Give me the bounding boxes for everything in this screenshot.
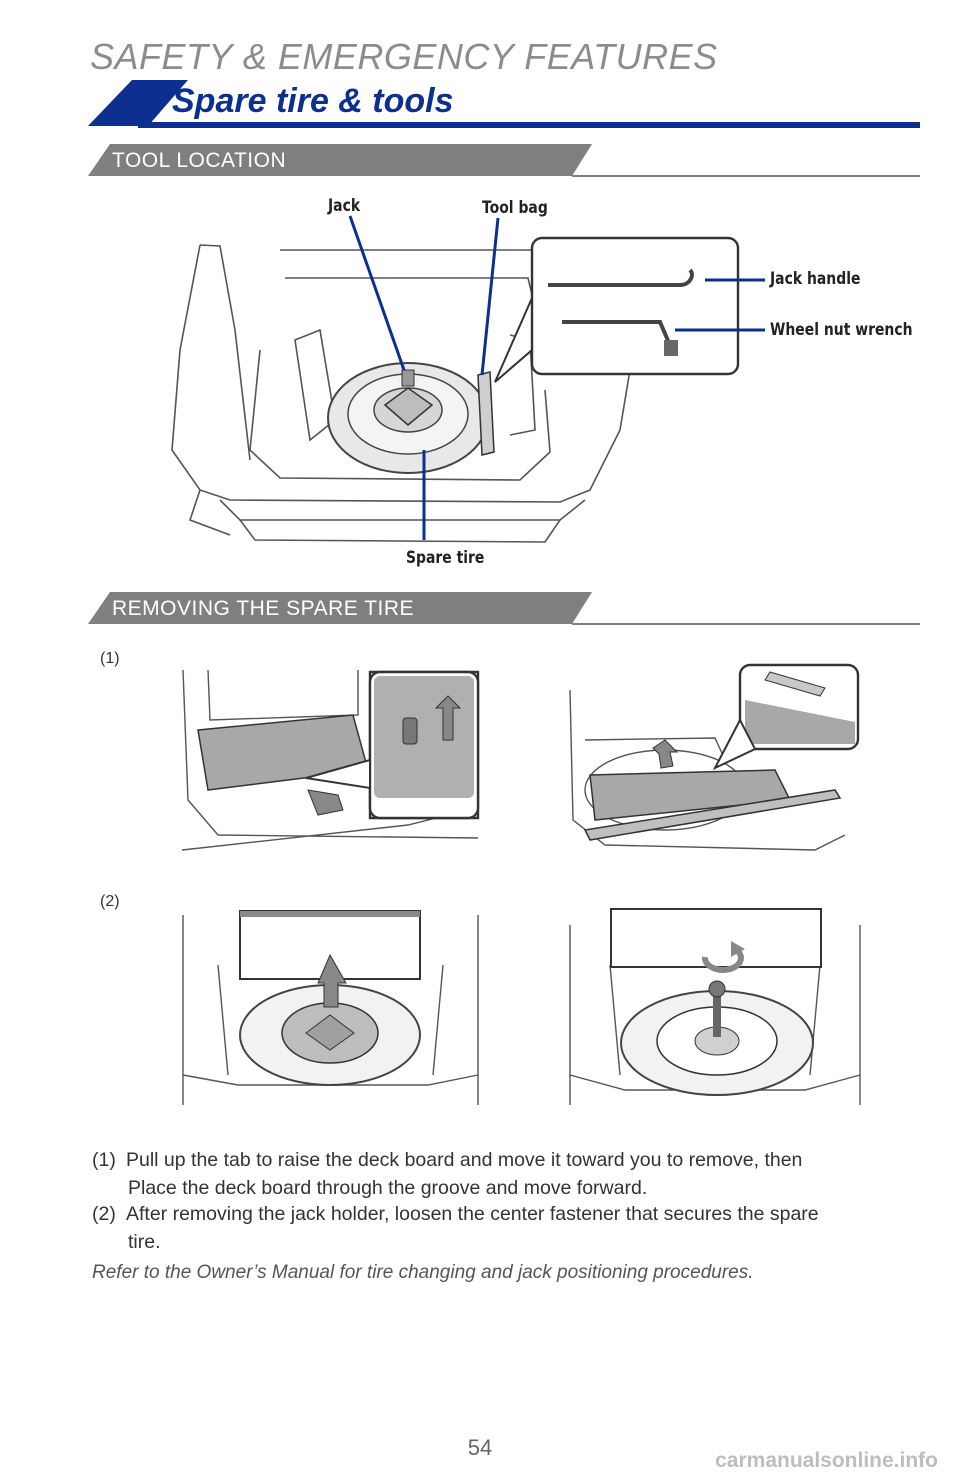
tool-location-heading: TOOL LOCATION: [112, 149, 287, 172]
subtitle-bar: [88, 80, 920, 128]
step2-loosen-fastener-illustration: [569, 908, 861, 1105]
instruction-2-line1: After removing the jack holder, loosen t…: [126, 1203, 819, 1225]
step1-move-board-illustration: [569, 663, 860, 851]
instruction-2: (2) After removing the jack holder, loose…: [92, 1200, 922, 1256]
subtitle: Spare tire & tools: [172, 82, 454, 120]
step-1-label: (1): [100, 650, 120, 667]
instruction-1-number: (1): [92, 1149, 116, 1171]
instruction-1-line1: Pull up the tab to raise the deck board …: [126, 1149, 803, 1171]
label-wheel-nut-wrench: Wheel nut wrench: [770, 320, 913, 340]
tool-bag-graphic: [477, 371, 495, 456]
label-spare-tire: Spare tire: [406, 548, 485, 568]
step2-remove-jack-holder-illustration: [182, 910, 479, 1105]
owners-manual-note: Refer to the Owner’s Manual for tire cha…: [92, 1262, 754, 1283]
tool-location-band: [88, 144, 920, 177]
removing-band: [88, 592, 920, 625]
instruction-2-number: (2): [92, 1203, 116, 1225]
label-tool-bag: Tool bag: [482, 198, 548, 218]
watermark: carmanualsonline.info: [715, 1449, 938, 1472]
trunk-tools-illustration: [171, 215, 765, 543]
spare-tire-graphic: [327, 362, 489, 474]
step-2-label: (2): [100, 893, 120, 910]
page-number: 54: [467, 1435, 493, 1460]
label-jack-handle: Jack handle: [770, 269, 861, 289]
removing-heading: REMOVING THE SPARE TIRE: [112, 597, 415, 620]
instruction-1: (1) Pull up the tab to raise the deck boa…: [92, 1146, 922, 1202]
instruction-2-line2: tire.: [128, 1231, 161, 1253]
step1-raise-board-illustration: [181, 669, 480, 851]
tools-inset: [494, 236, 740, 383]
instruction-1-line2: Place the deck board through the groove …: [128, 1177, 648, 1199]
section-title: SAFETY & EMERGENCY FEATURES: [90, 36, 718, 77]
label-jack: Jack: [328, 196, 361, 216]
